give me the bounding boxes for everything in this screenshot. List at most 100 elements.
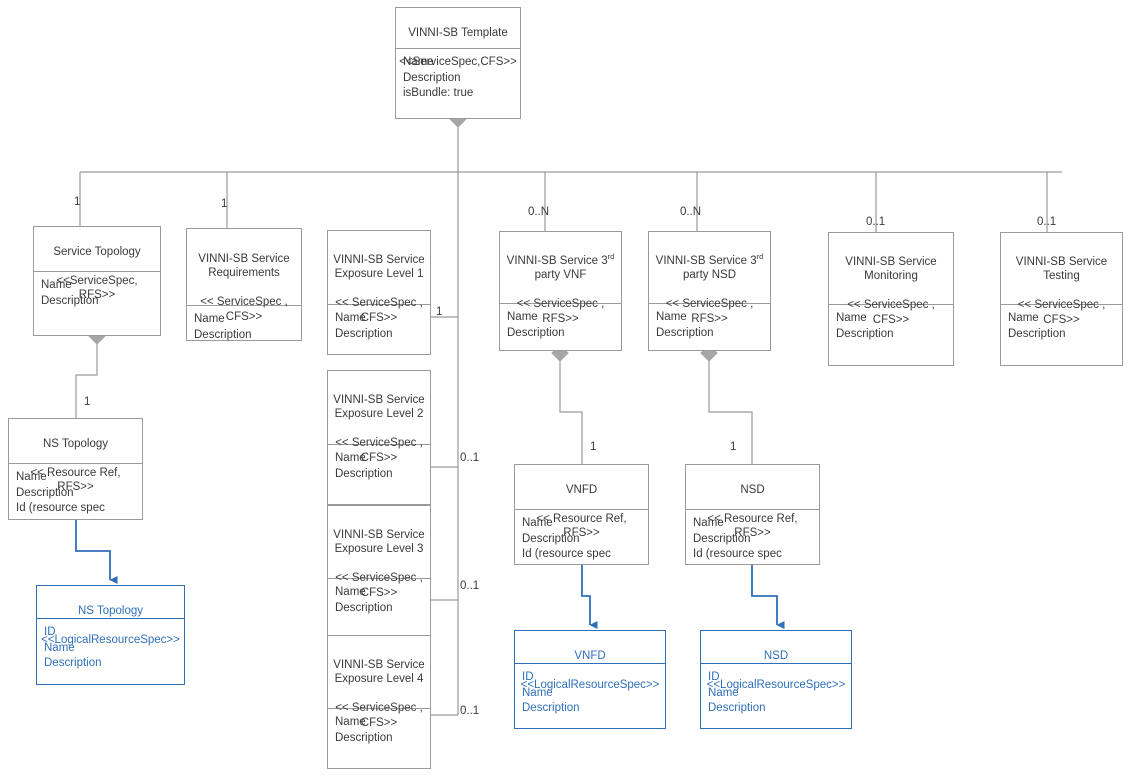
class-stereotype: << ServiceSpec , CFS>> bbox=[335, 702, 423, 729]
class-attributes: Name Description bbox=[335, 312, 393, 340]
class-title: VINNI-SB Service Monitoring bbox=[845, 255, 937, 283]
arrow-nstopology-lrs bbox=[75, 520, 118, 584]
class-box-ns-topology-logical-resource-spec[interactable]: NS Topology <<LogicalResourceSpec>> ID N… bbox=[36, 585, 185, 685]
class-attributes: Name Description bbox=[507, 311, 565, 339]
class-title: VINNI-SB Service Exposure Level 3 bbox=[333, 528, 425, 556]
class-stereotype: <<LogicalResourceSpec>> bbox=[706, 678, 846, 691]
multiplicity-service-monitoring: 0..1 bbox=[866, 216, 886, 228]
class-header: VINNI-SB Service Requirements << Service… bbox=[187, 229, 301, 323]
class-stereotype: << ServiceSpec , CFS>> bbox=[335, 297, 423, 324]
class-header: NS Topology <<LogicalResourceSpec>> bbox=[37, 586, 184, 646]
class-header: VNFD << Resource Ref, RFS>> bbox=[515, 465, 648, 539]
class-header: VINNI-SB Service 3rd party VNF << Servic… bbox=[500, 232, 621, 325]
class-title: VINNI-SB Service Exposure Level 4 bbox=[333, 658, 425, 686]
class-header: VINNI-SB Service Exposure Level 3 << Ser… bbox=[328, 506, 430, 599]
multiplicity-exposure-level-1: 1 bbox=[436, 306, 443, 318]
class-stereotype: << ServiceSpec , CFS>> bbox=[847, 299, 935, 326]
class-attributes: ID Name Description bbox=[44, 626, 102, 669]
multiplicity-vnfd: 1 bbox=[590, 441, 597, 453]
class-title: VINNI-SB Service Requirements bbox=[198, 252, 290, 280]
class-attributes: Name Description bbox=[335, 586, 393, 614]
class-title: Service Topology bbox=[53, 245, 141, 258]
class-box-exposure-level-2[interactable]: VINNI-SB Service Exposure Level 2 << Ser… bbox=[327, 370, 431, 505]
multiplicity-service-topology: 1 bbox=[74, 196, 81, 208]
class-header: NSD <<LogicalResourceSpec>> bbox=[701, 631, 851, 691]
class-stereotype: << ServiceSpec , CFS>> bbox=[335, 572, 423, 599]
multiplicity-exposure-level-4: 0..1 bbox=[460, 705, 480, 717]
class-box-exposure-level-4[interactable]: VINNI-SB Service Exposure Level 4 << Ser… bbox=[327, 635, 431, 769]
class-box-3rd-party-vnf[interactable]: VINNI-SB Service 3rd party VNF << Servic… bbox=[499, 231, 622, 351]
class-attributes: Name Description isBundle: true bbox=[403, 56, 474, 99]
multiplicity-exposure-level-2: 0..1 bbox=[460, 452, 480, 464]
arrow-nsd-lrs bbox=[751, 565, 785, 629]
class-title: VINNI-SB Template bbox=[408, 26, 508, 39]
class-stereotype: <<LogicalResourceSpec>> bbox=[41, 633, 180, 646]
class-attributes: Name Description bbox=[335, 716, 393, 744]
multiplicity-nsd: 1 bbox=[730, 441, 737, 453]
class-box-vnfd-resource-ref[interactable]: VNFD << Resource Ref, RFS>> Name Descrip… bbox=[514, 464, 649, 565]
ordinal-suffix: rd bbox=[607, 251, 615, 261]
class-stereotype: << Resource Ref, RFS>> bbox=[536, 512, 627, 540]
class-attributes: ID Name Description bbox=[522, 671, 580, 714]
class-box-exposure-level-3[interactable]: VINNI-SB Service Exposure Level 3 << Ser… bbox=[327, 505, 431, 638]
class-title: NSD bbox=[763, 649, 789, 662]
class-title: VINNI-SB Service Exposure Level 1 bbox=[333, 253, 425, 281]
class-box-service-topology[interactable]: Service Topology <<ServiceSpec, RFS>> Na… bbox=[33, 226, 161, 336]
class-box-vnfd-logical-resource-spec[interactable]: VNFD <<LogicalResourceSpec>> ID Name Des… bbox=[514, 630, 666, 729]
class-attributes: Name Description bbox=[194, 313, 252, 341]
class-box-exposure-level-1[interactable]: VINNI-SB Service Exposure Level 1 << Ser… bbox=[327, 230, 431, 355]
class-title: VINNI-SB Service Exposure Level 2 bbox=[333, 393, 425, 421]
class-title: VINNI-SB Service Testing bbox=[1015, 255, 1108, 283]
class-header: NSD << Resource Ref, RFS>> bbox=[686, 465, 819, 539]
class-header: VINNI-SB Service Exposure Level 2 << Ser… bbox=[328, 371, 430, 464]
class-box-vinni-sb-template[interactable]: VINNI-SB Template <<ServiceSpec,CFS>> Na… bbox=[395, 7, 521, 119]
multiplicity-3rd-party-vnf: 0..N bbox=[528, 206, 550, 218]
class-title: VNFD bbox=[565, 483, 598, 496]
class-attributes: Name Description Id (resource spec bbox=[522, 517, 611, 560]
class-header: VINNI-SB Service 3rd party NSD << Servic… bbox=[649, 232, 770, 325]
class-stereotype: << ServiceSpec , RFS>> bbox=[665, 298, 754, 325]
class-box-nsd-resource-ref[interactable]: NSD << Resource Ref, RFS>> Name Descript… bbox=[685, 464, 820, 565]
class-stereotype: <<ServiceSpec, RFS>> bbox=[56, 274, 138, 302]
class-box-service-requirements[interactable]: VINNI-SB Service Requirements << Service… bbox=[186, 228, 302, 341]
class-box-ns-topology-resource-ref[interactable]: NS Topology << Resource Ref, RFS>> Name … bbox=[8, 418, 143, 520]
class-stereotype: << ServiceSpec , RFS>> bbox=[516, 298, 605, 325]
class-stereotype: <<ServiceSpec,CFS>> bbox=[399, 55, 517, 68]
multiplicity-exposure-level-3: 0..1 bbox=[460, 580, 480, 592]
class-box-nsd-logical-resource-spec[interactable]: NSD <<LogicalResourceSpec>> ID Name Desc… bbox=[700, 630, 852, 729]
class-title: VNFD bbox=[574, 649, 606, 662]
class-stereotype: << ServiceSpec , CFS>> bbox=[1017, 299, 1106, 326]
class-attributes: Name Description Id (resource spec bbox=[16, 471, 105, 514]
class-header: VINNI-SB Service Exposure Level 1 << Ser… bbox=[328, 231, 430, 324]
class-attributes: Name Description bbox=[335, 452, 393, 480]
arrow-vnfd-lrs bbox=[581, 565, 598, 629]
class-attributes: Name Description bbox=[656, 311, 714, 339]
class-header: VINNI-SB Service Exposure Level 4 << Ser… bbox=[328, 636, 430, 729]
class-box-service-testing[interactable]: VINNI-SB Service Testing << ServiceSpec … bbox=[1000, 232, 1123, 366]
class-attributes: Name Description Id (resource spec bbox=[693, 517, 782, 560]
ordinal-suffix: rd bbox=[756, 251, 764, 261]
class-header: Service Topology <<ServiceSpec, RFS>> bbox=[34, 227, 160, 301]
class-stereotype: << Resource Ref, RFS>> bbox=[707, 512, 798, 540]
multiplicity-ns-topology: 1 bbox=[84, 396, 91, 408]
class-header: VINNI-SB Template <<ServiceSpec,CFS>> bbox=[396, 8, 520, 68]
class-title: NS Topology bbox=[43, 437, 108, 450]
class-header: VINNI-SB Service Monitoring << ServiceSp… bbox=[829, 233, 953, 326]
class-stereotype: << Resource Ref, RFS>> bbox=[30, 466, 121, 494]
class-box-3rd-party-nsd[interactable]: VINNI-SB Service 3rd party NSD << Servic… bbox=[648, 231, 771, 351]
class-attributes: ID Name Description bbox=[708, 671, 766, 714]
class-attributes: Name Description bbox=[41, 279, 99, 307]
class-stereotype: <<LogicalResourceSpec>> bbox=[520, 678, 660, 691]
class-title: NSD bbox=[740, 483, 765, 496]
class-header: VINNI-SB Service Testing << ServiceSpec … bbox=[1001, 233, 1122, 326]
multiplicity-service-testing: 0..1 bbox=[1037, 216, 1057, 228]
class-stereotype: << ServiceSpec , CFS>> bbox=[200, 296, 288, 323]
class-attributes: Name Description bbox=[836, 312, 894, 340]
class-header: NS Topology << Resource Ref, RFS>> bbox=[9, 419, 142, 493]
class-header: VNFD <<LogicalResourceSpec>> bbox=[515, 631, 665, 691]
multiplicity-service-requirements: 1 bbox=[221, 198, 228, 210]
multiplicity-3rd-party-nsd: 0..N bbox=[680, 206, 702, 218]
class-title: VINNI-SB Service 3rd party NSD bbox=[655, 251, 764, 281]
class-title: NS Topology bbox=[78, 604, 143, 617]
class-box-service-monitoring[interactable]: VINNI-SB Service Monitoring << ServiceSp… bbox=[828, 232, 954, 366]
